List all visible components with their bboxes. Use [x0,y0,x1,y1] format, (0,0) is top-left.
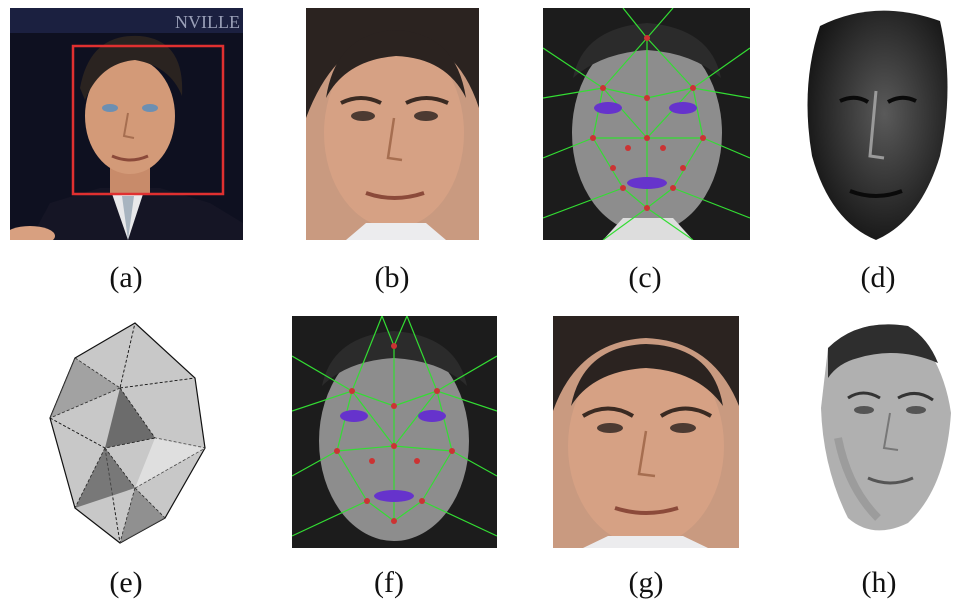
panel-d-image [800,6,953,242]
3d-face-model [807,10,948,240]
panel-c-image [543,8,750,240]
panel-g-image [553,316,739,548]
eye-landmark-clusters [594,102,697,189]
detection-box [71,44,225,196]
refitted-landmarks [292,316,497,548]
aligned-face [553,316,739,548]
caption-b: (b) [374,261,410,294]
caption-g: (g) [628,566,664,599]
panel-f-image [292,316,497,548]
caption-e: (e) [109,566,143,599]
caption-d: (d) [860,261,896,294]
face-photo-detection: NVILLE [10,8,243,240]
panel-e-image [45,318,208,545]
cropped-face [306,8,479,240]
panel-b-image [306,8,479,240]
panel-h-image [818,318,953,540]
caption-h: (h) [861,566,897,599]
caption-c: (c) [628,261,662,294]
caption-a: (a) [109,261,143,294]
landmark-triangulation [543,8,750,240]
caption-f: (f) [374,566,404,599]
panel-a-image: NVILLE [10,8,243,240]
background-sign-text: NVILLE [175,12,240,32]
landmark-points [590,35,706,211]
wireframe-mesh [49,322,206,544]
warped-texture [821,324,951,531]
